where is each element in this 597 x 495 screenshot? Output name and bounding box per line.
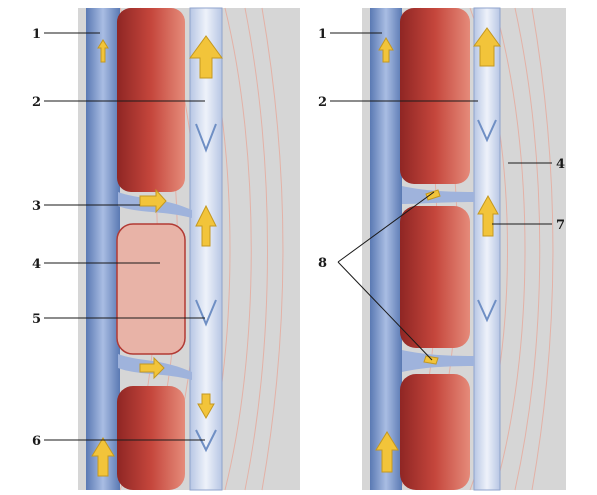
left-label-4: 4 <box>32 257 41 272</box>
left-panel: 1 2 3 4 5 6 <box>32 8 300 490</box>
left-label-1: 1 <box>32 27 41 42</box>
left-muscle-block-3 <box>117 386 185 490</box>
right-label-2: 2 <box>318 95 327 110</box>
right-label-8: 8 <box>318 256 327 271</box>
left-label-3: 3 <box>32 199 41 214</box>
left-superficial-vein <box>86 8 120 490</box>
left-label-5: 5 <box>32 312 41 327</box>
left-label-2: 2 <box>32 95 41 110</box>
right-muscle-block-3 <box>400 374 470 490</box>
right-deep-vein <box>474 8 500 490</box>
right-superficial-vein <box>370 8 402 490</box>
right-label-1: 1 <box>318 27 327 42</box>
right-muscle-block-1 <box>400 8 470 184</box>
left-labels: 1 2 3 4 5 6 <box>32 27 41 449</box>
right-panel: 1 2 4 8 7 <box>318 8 566 490</box>
left-label-6: 6 <box>32 434 41 449</box>
right-muscle-block-2 <box>400 206 470 348</box>
arrow-right-icon <box>424 356 438 364</box>
right-label-7: 7 <box>556 218 565 233</box>
left-muscle-block-1 <box>117 8 185 192</box>
left-muscle-block-2 <box>117 224 185 354</box>
right-label-4: 4 <box>556 157 565 172</box>
